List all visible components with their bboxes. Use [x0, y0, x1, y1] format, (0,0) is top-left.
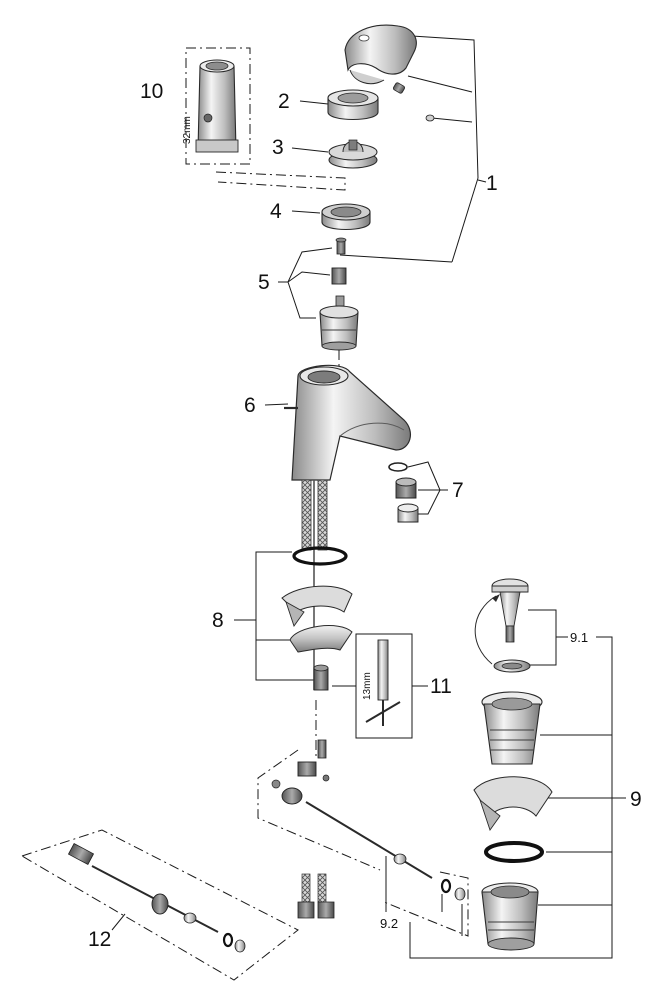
tool-13mm-part	[355, 633, 413, 739]
temperature-limiter-part	[328, 139, 378, 169]
callout-5: 5	[258, 271, 270, 294]
escutcheon-cap-part	[327, 89, 379, 120]
callout-6: 6	[244, 394, 256, 417]
drain-rod-part	[67, 842, 246, 953]
tool-11-size-label: 13mm	[362, 672, 373, 700]
callout-9: 9	[630, 788, 642, 811]
callout-3: 3	[272, 136, 284, 159]
leader-lines	[111, 35, 626, 959]
lever-handle-part	[344, 24, 435, 122]
mounting-set-part	[281, 546, 353, 691]
callout-1: 1	[486, 172, 498, 195]
callout-12: 12	[88, 928, 111, 951]
cartridge-nut-part	[321, 203, 371, 230]
pop-up-waste-part	[473, 578, 553, 951]
pop-up-linkage-part	[271, 739, 466, 919]
cartridge-assembly-part	[319, 237, 359, 368]
callout-9-1: 9.1	[570, 630, 588, 645]
callout-9-2: 9.2	[380, 916, 398, 931]
callout-2: 2	[278, 90, 290, 113]
dimension-labels: 32mm 13mm	[182, 116, 373, 700]
callout-8: 8	[212, 609, 224, 632]
callout-11: 11	[430, 675, 452, 698]
callout-10: 10	[140, 80, 163, 103]
callout-4: 4	[270, 200, 282, 223]
aerator-part	[388, 462, 419, 523]
dashed-outlines	[20, 47, 469, 981]
tool-32mm-part	[195, 59, 239, 153]
callout-labels: 1 2 3 4 5 6 7 8 9 9.1 9.2 10 11 12	[88, 80, 642, 951]
callout-7: 7	[452, 479, 464, 502]
tool-10-size-label: 32mm	[182, 116, 193, 144]
